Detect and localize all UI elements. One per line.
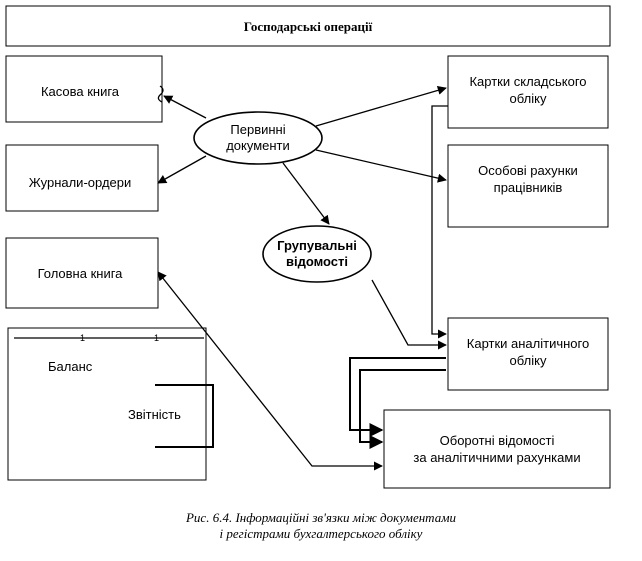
label-operations: Господарські операції [244, 19, 373, 34]
ellipse-grouping: Групувальні відомості [262, 225, 372, 283]
box-cash-book: Касова книга [5, 55, 163, 123]
figure-caption-line2: і регістрами бухгалтерського обліку [219, 526, 423, 541]
ellipse-primary-docs: Первинні документи [193, 111, 323, 165]
tick-mark-1: 1 [80, 333, 85, 343]
label-primary-docs-line1: Первинні [230, 122, 285, 137]
label-turnover-line1: Оборотні відомості [440, 433, 555, 448]
label-personal-accounts-line2: працівників [494, 180, 563, 195]
label-grouping-line1: Групувальні [277, 238, 357, 253]
label-grouping-line2: відомості [286, 254, 348, 269]
label-turnover-line2: за аналітичними рахунками [413, 450, 580, 465]
box-operations: Господарські операції [5, 5, 611, 47]
label-analytic-cards-line2: обліку [510, 353, 547, 368]
label-journals: Журнали-ордери [29, 175, 132, 190]
box-general-ledger: Головна книга [5, 237, 159, 309]
connectors [157, 85, 448, 471]
box-personal-accounts: Особові рахунки працівників [447, 144, 609, 228]
label-warehouse-cards-line1: Картки складського [469, 74, 586, 89]
box-journals: Журнали-ордери [5, 144, 159, 212]
label-cash-book: Касова книга [41, 84, 120, 99]
figure-caption-line1: Рис. 6.4. Інформаційні зв'язки між докум… [185, 510, 457, 525]
label-balance: Баланс [48, 359, 93, 374]
label-warehouse-cards-line2: обліку [510, 91, 547, 106]
box-warehouse-cards: Картки складського обліку [447, 55, 609, 129]
label-primary-docs-line2: документи [226, 138, 290, 153]
label-reporting: Звітність [128, 407, 181, 422]
label-analytic-cards-line1: Картки аналітичного [467, 336, 589, 351]
box-balance: 1 1 Баланс Звітність [7, 327, 214, 481]
box-turnover: Оборотні відомості за аналітичними рахун… [383, 409, 611, 489]
label-personal-accounts-line1: Особові рахунки [478, 163, 578, 178]
tick-mark-2: 1 [154, 333, 159, 343]
box-analytic-cards: Картки аналітичного обліку [447, 317, 609, 391]
label-general-ledger: Головна книга [38, 266, 124, 281]
